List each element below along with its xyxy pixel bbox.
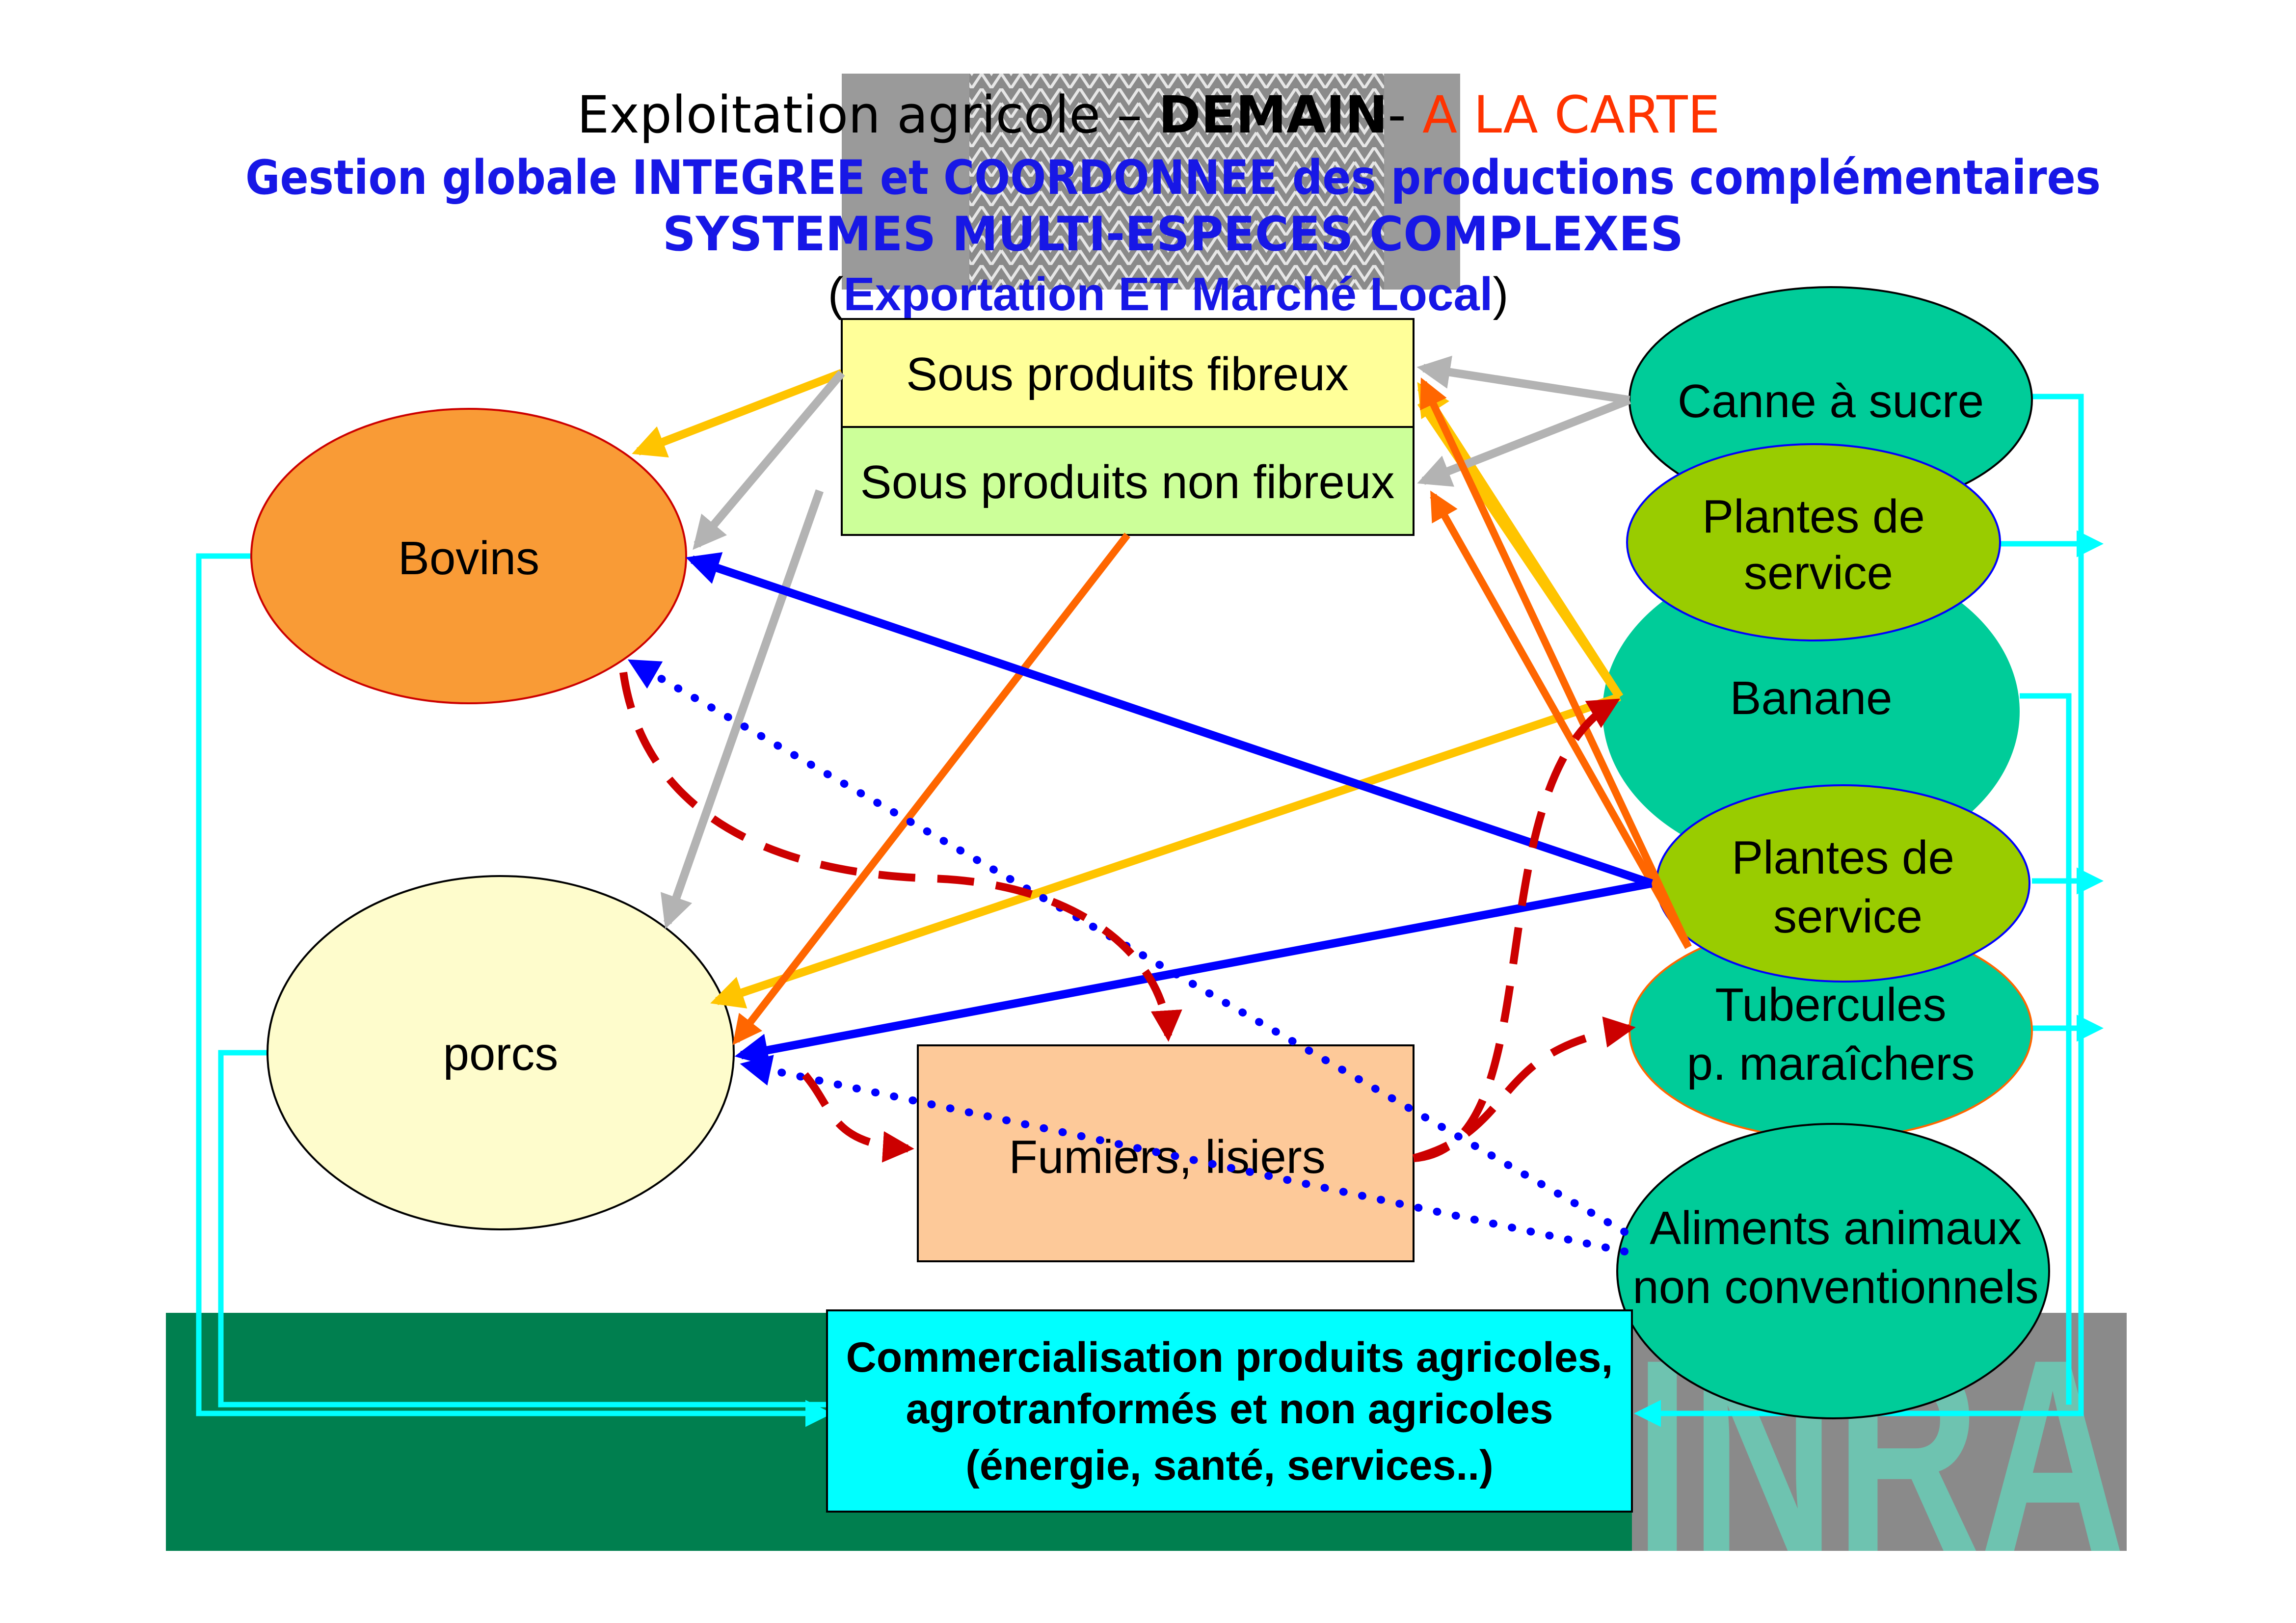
title-line2: Gestion globale INTEGREE et COORDONNEE d… xyxy=(245,150,2101,205)
header-image xyxy=(842,74,1460,290)
box-fumiers-label: Fumiers, lisiers xyxy=(1009,1131,1325,1183)
node-bovins-label: Bovins xyxy=(398,532,539,585)
node-banane-label: Banane xyxy=(1730,672,1893,724)
page-title: Exploitation agricole – DEMAIN- A LA CAR… xyxy=(245,85,2101,320)
node-porcs-label: porcs xyxy=(443,1028,559,1080)
arrows-red-dashed xyxy=(619,671,1636,1163)
svg-text:Exploitation agricole – DEMAIN: Exploitation agricole – DEMAIN- A LA CAR… xyxy=(577,85,1720,145)
arrows-blue xyxy=(686,552,1653,1067)
node-plantes-service-1-line1: Plantes de xyxy=(1702,490,1925,543)
commerce-line1: Commercialisation produits agricoles, xyxy=(846,1334,1613,1381)
arrows-orange xyxy=(732,377,1692,1045)
svg-text:(Exportation ET Marché Local): (Exportation ET Marché Local) xyxy=(828,268,1509,320)
node-tubercules: Tubercules p. maraîchers xyxy=(1629,922,2033,1140)
node-tubercules-line2: p. maraîchers xyxy=(1687,1038,1975,1090)
box-fibreux: Sous produits fibreux xyxy=(841,318,1415,428)
box-fumiers: Fumiers, lisiers xyxy=(917,1044,1415,1262)
node-aliments-line2: non conventionnels xyxy=(1632,1261,2038,1313)
node-aliments: Aliments animaux non conventionnels xyxy=(1616,1123,2050,1419)
node-banane: Banane xyxy=(1602,555,2020,869)
box-non-fibreux: Sous produits non fibreux xyxy=(841,426,1415,536)
title-line3: SYSTEMES MULTI-ESPECES COMPLEXES xyxy=(663,207,1683,262)
title-line1-d: A LA CARTE xyxy=(1422,85,1720,145)
node-tubercules-line1: Tubercules xyxy=(1715,979,1946,1031)
node-porcs: porcs xyxy=(267,875,735,1230)
node-plantes-service-2-line2: service xyxy=(1773,890,1922,943)
title-line1-a: Exploitation agricole – xyxy=(577,85,1159,145)
title-line1-c: - xyxy=(1388,85,1422,145)
title-line4-open: ( xyxy=(828,268,844,320)
cyan-links xyxy=(196,394,2104,1427)
node-plantes-service-2-line1: Plantes de xyxy=(1732,831,1954,884)
box-commercialisation: Commercialisation produits agricoles, ag… xyxy=(826,1309,1633,1513)
box-fibreux-label: Sous produits fibreux xyxy=(906,348,1349,400)
arrows-yellow xyxy=(632,369,1624,1009)
commerce-line2: agrotranformés et non agricoles xyxy=(906,1385,1553,1433)
box-non-fibreux-label: Sous produits non fibreux xyxy=(860,456,1395,508)
arrows-grey xyxy=(661,355,1631,929)
node-canne-label: Canne à sucre xyxy=(1678,375,1984,427)
title-line4-close: ) xyxy=(1493,268,1508,320)
node-plantes-service-2: Plantes de service xyxy=(1655,784,2030,983)
title-line1-b: DEMAIN xyxy=(1158,85,1388,145)
title-line4-main: Exportation ET Marché Local xyxy=(844,268,1493,320)
node-plantes-service-1-line2: service xyxy=(1744,547,1893,599)
node-bovins: Bovins xyxy=(250,408,687,704)
node-aliments-line1: Aliments animaux xyxy=(1650,1202,2022,1254)
node-plantes-service-1: Plantes de service xyxy=(1626,443,2001,641)
commerce-line3: (énergie, santé, services..) xyxy=(965,1442,1494,1489)
